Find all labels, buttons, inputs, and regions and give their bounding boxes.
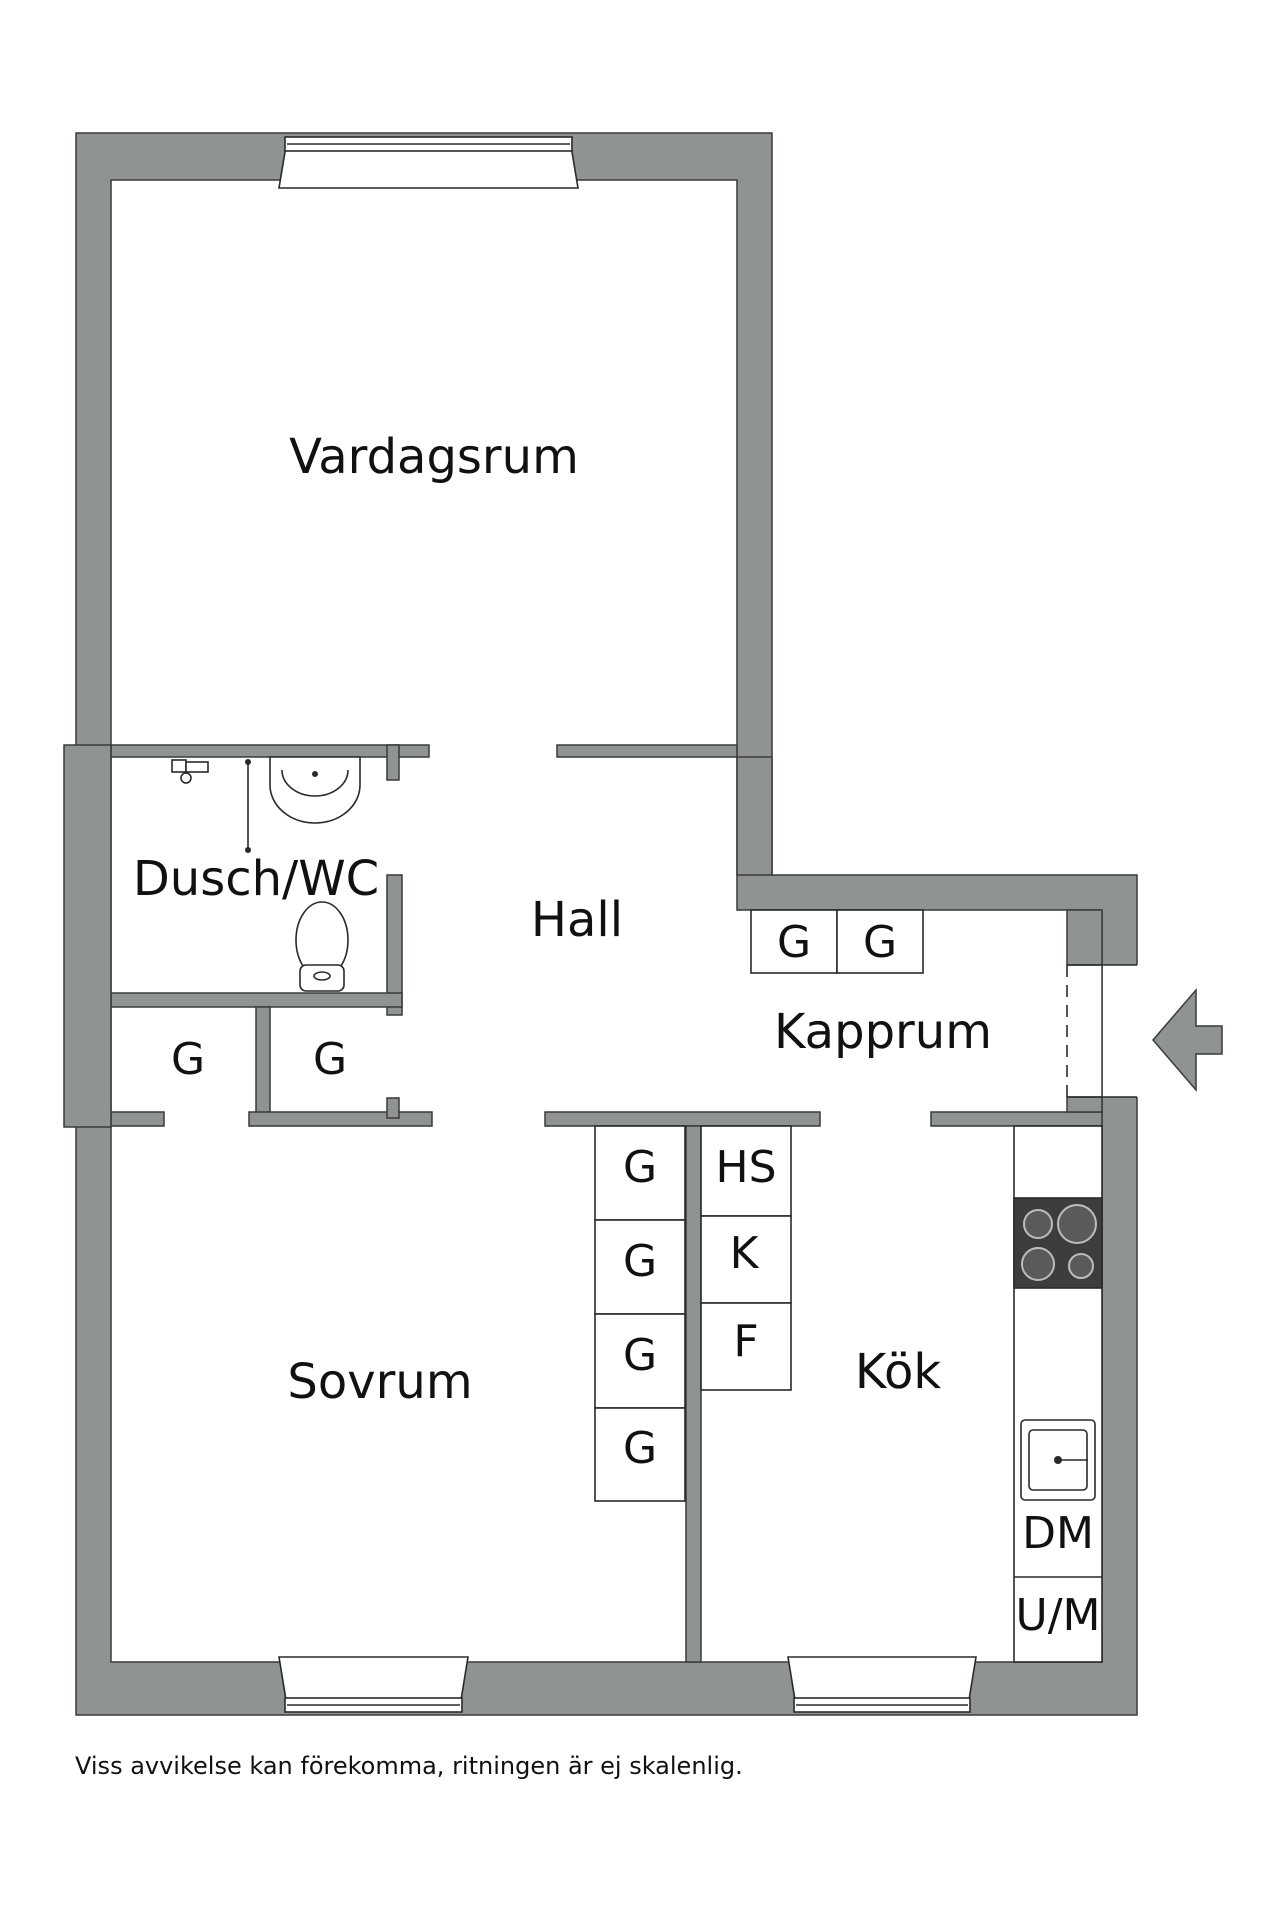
closets-kapprum — [750, 909, 924, 974]
closet-label: G — [777, 917, 811, 968]
wall-closet-stub — [386, 1097, 400, 1119]
closet-label: G — [623, 1330, 657, 1381]
wall-left-thick — [63, 744, 112, 1128]
closets-hall — [594, 1125, 686, 1502]
room-label-hall: Hall — [531, 892, 623, 948]
wall-living-right — [556, 744, 738, 758]
wall-kitchen-top — [930, 1111, 1103, 1127]
entry-opening — [1103, 965, 1139, 1097]
wall-closet-bottom-left — [110, 1111, 165, 1127]
closet-label: G — [623, 1423, 657, 1474]
wall-entry-upper — [1066, 909, 1103, 966]
kitchen-sink-icon — [1020, 1419, 1096, 1501]
window-bedroom — [278, 1656, 469, 1713]
label-ugn-mikro: U/M — [1016, 1590, 1101, 1641]
disclaimer-text: Viss avvikelse kan förekomma, ritningen … — [75, 1752, 743, 1780]
shower-fixture-icon — [171, 759, 251, 853]
wall-bath-bottom — [110, 992, 403, 1008]
label-kyl: K — [730, 1228, 760, 1279]
label-frys: F — [733, 1316, 758, 1367]
toilet-icon — [295, 901, 349, 992]
kitchen-tall-units — [700, 1125, 792, 1391]
closet-label: G — [623, 1142, 657, 1193]
closet-label: G — [623, 1236, 657, 1287]
sink-icon — [269, 756, 361, 824]
wall-bath-right — [386, 874, 403, 1016]
room-label-sovrum: Sovrum — [287, 1354, 472, 1410]
room-label-kok: Kök — [855, 1344, 941, 1400]
window-kitchen — [787, 1656, 977, 1713]
room-label-vardagsrum: Vardagsrum — [289, 429, 579, 485]
entrance-arrow-icon — [1152, 987, 1223, 1093]
wall-closet-bottom-mid — [248, 1111, 433, 1127]
closet-label: G — [863, 917, 897, 968]
wall-hall-bottom — [544, 1111, 821, 1127]
wall-living-stub — [386, 744, 400, 781]
label-hogskap: HS — [715, 1142, 776, 1193]
room-label-dusch-wc: Dusch/WC — [133, 851, 379, 907]
closet-label: G — [171, 1034, 205, 1085]
wall-bed-kitchen — [685, 1125, 702, 1663]
wall-closet-divider — [255, 1006, 271, 1125]
closet-label: G — [313, 1034, 347, 1085]
label-diskmaskin: DM — [1022, 1508, 1094, 1559]
interior-walls — [63, 744, 1103, 1663]
window-top — [278, 136, 579, 189]
stove-icon — [1013, 1197, 1103, 1289]
wall-hall-bump — [736, 756, 773, 876]
wall-living-left — [110, 744, 430, 758]
room-label-kapprum: Kapprum — [774, 1004, 992, 1060]
wall-entry-lower — [1066, 1096, 1103, 1113]
